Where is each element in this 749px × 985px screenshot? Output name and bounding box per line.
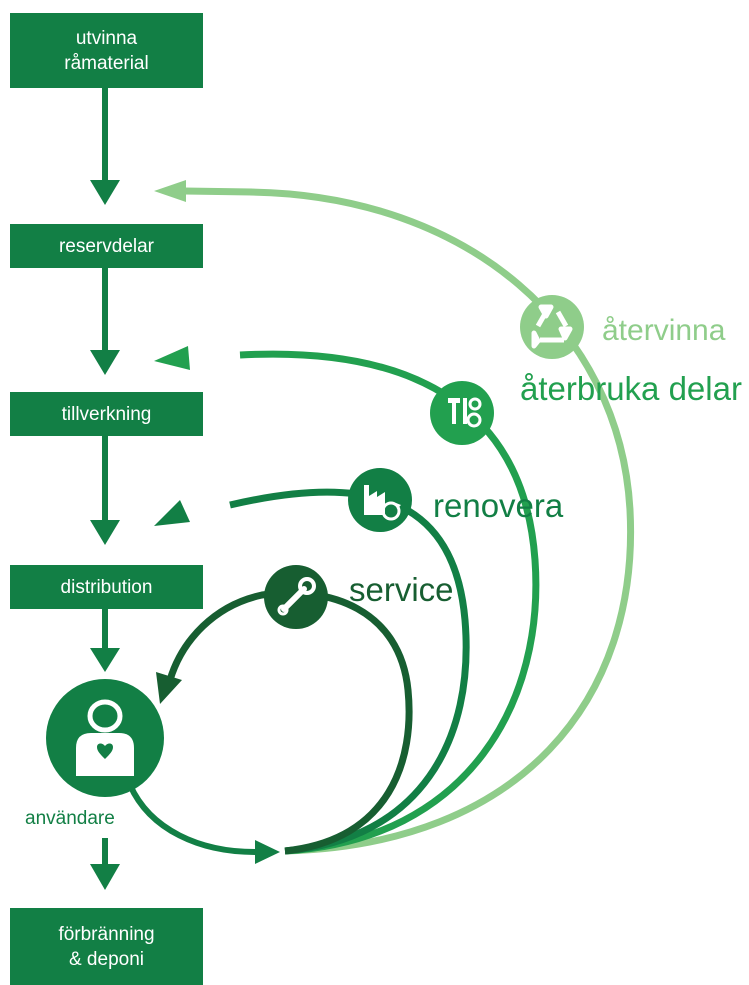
stage-disposal: förbränning & deponi [10, 908, 203, 985]
loop-label-recycle: återvinna [602, 314, 726, 347]
loop-renovate-arc [229, 488, 470, 855]
loop-service-arrowhead [156, 672, 182, 704]
stage-extract-label: utvinna råmaterial [64, 27, 149, 74]
stage-disposal-label: förbränning & deponi [58, 923, 155, 970]
loop-service-arc [166, 589, 413, 855]
user-return-arrow [127, 783, 256, 855]
loop-recycle-tail [183, 187, 253, 196]
renovate-icon-badge [348, 468, 412, 532]
user-return-arrowhead [255, 840, 280, 864]
stage-manufacturing-label: tillverkning [61, 403, 152, 425]
stage-spare-parts: reservdelar [10, 224, 203, 268]
loop-renovate-arrowhead [154, 500, 190, 526]
stage-manufacturing: tillverkning [10, 392, 203, 436]
loop-label-service: service [349, 571, 454, 608]
user-label: användare [22, 808, 118, 830]
factory-refresh-icon [364, 485, 401, 521]
recycle-icon [531, 304, 573, 349]
stage-distribution: distribution [10, 565, 203, 609]
reuse-icon-badge [430, 381, 494, 445]
stage-extract-raw-material: utvinna råmaterial [10, 13, 203, 88]
wrench-icon [277, 577, 316, 616]
recycle-icon-badge [520, 295, 584, 359]
tools-gear-icon [448, 397, 482, 428]
flow-arrow-5-head [90, 864, 120, 890]
loop-label-renovate: renovera [433, 487, 564, 524]
loop-reuse-arc [239, 350, 540, 855]
flow-arrow-4-head [90, 648, 120, 672]
user-node [46, 679, 164, 797]
flow-arrow-3-head [90, 520, 120, 545]
stage-distribution-label: distribution [60, 576, 153, 598]
flow-arrow-1-head [90, 180, 120, 205]
user-heart-icon [76, 699, 134, 776]
service-icon-badge [264, 565, 328, 629]
loop-recycle-arc [249, 188, 635, 855]
loop-recycle-arrowhead [154, 180, 186, 202]
loop-label-reuse: återbruka delar [520, 370, 742, 407]
loop-reuse-arrowhead [154, 346, 190, 370]
stage-parts-label: reservdelar [58, 235, 155, 257]
flow-arrow-2-head [90, 350, 120, 375]
